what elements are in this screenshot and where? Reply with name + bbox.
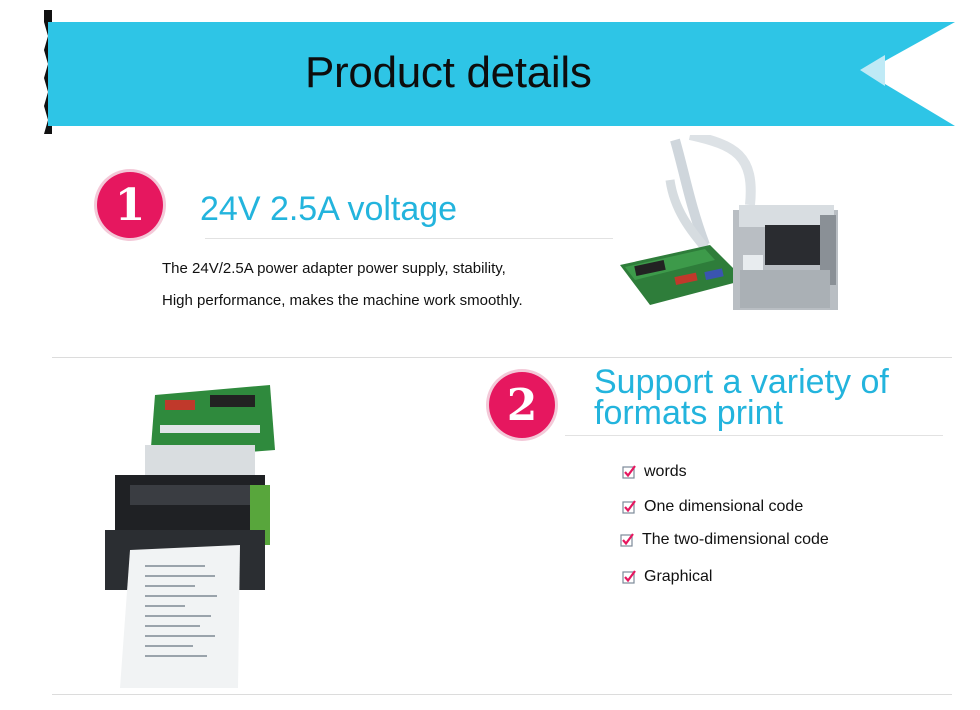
section-heading: 24V 2.5A voltage (200, 190, 458, 228)
page-title: Product details (305, 48, 592, 97)
checkbox-checked-icon (620, 533, 634, 547)
section-divider (52, 357, 952, 358)
section-heading-line: formats print (594, 394, 783, 432)
section-heading-line: Support a variety of (594, 363, 889, 401)
section-number-badge: 2 (489, 372, 555, 438)
feature-label: The two-dimensional code (642, 531, 829, 548)
title-banner: Product details (0, 0, 980, 140)
heading-underline (205, 238, 613, 239)
feature-item: Graphical (622, 568, 712, 586)
feature-label: One dimensional code (644, 498, 804, 515)
feature-label: words (644, 463, 687, 480)
description-line: The 24V/2.5A power adapter power supply,… (162, 260, 506, 277)
printer-mechanism-photo (620, 135, 838, 310)
checkbox-checked-icon (622, 465, 636, 479)
checkbox-checked-icon (622, 500, 636, 514)
heading-underline (565, 435, 943, 436)
feature-item: words (622, 463, 687, 481)
printer-with-paper-photo (105, 385, 275, 688)
description-line: High performance, makes the machine work… (162, 292, 523, 309)
banner-ribbon (44, 10, 955, 134)
feature-label: Graphical (644, 568, 713, 585)
section-divider (52, 694, 952, 695)
checkbox-checked-icon (622, 570, 636, 584)
section-heading: Support a variety of formats print (594, 363, 889, 432)
section-number-badge: 1 (97, 172, 163, 238)
feature-item: The two-dimensional code (620, 531, 829, 549)
feature-item: One dimensional code (622, 498, 803, 516)
